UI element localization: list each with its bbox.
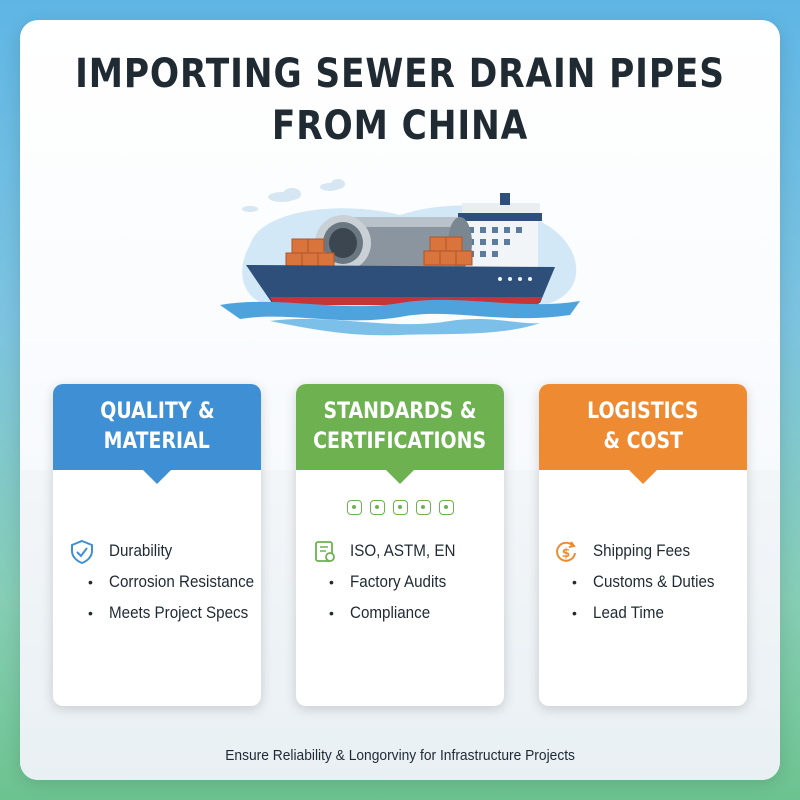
list-item-label: Compliance: [350, 604, 431, 622]
list-item: • Compliance: [296, 598, 504, 629]
card-heading: QUALITY & MATERIAL: [53, 384, 261, 484]
page-title: IMPORTING SEWER DRAIN PIPES FROM CHINA: [56, 48, 744, 152]
clouds: [242, 179, 345, 212]
bullet: •: [88, 574, 93, 590]
list-item-label: Corrosion Resistance: [109, 573, 255, 591]
card-heading: LOGISTICS & COST: [539, 384, 747, 484]
card-list: $ Shipping Fees • Customs & Duties • Lea…: [539, 536, 747, 629]
bullet: •: [572, 574, 577, 590]
portholes: [498, 277, 532, 281]
card-logistics-cost: LOGISTICS & COST $ Shipping Fees • Custo…: [539, 384, 747, 706]
card-heading-line: STANDARDS &: [323, 399, 477, 424]
list-item: Durability: [53, 536, 261, 567]
list-item-label: Lead Time: [593, 604, 664, 622]
badge-icon: [438, 500, 454, 515]
badge-icon: [369, 500, 385, 515]
crates: [285, 236, 473, 268]
bullet: •: [572, 605, 577, 621]
card-heading-line: CERTIFICATIONS: [313, 429, 487, 454]
shield-check-icon: [71, 539, 93, 565]
certificate-icon: [315, 541, 335, 562]
title-line-2: FROM CHINA: [271, 103, 529, 149]
list-item: • Lead Time: [539, 598, 747, 629]
dollar-cycle-icon: $: [556, 541, 576, 562]
waves: [220, 299, 580, 336]
card-heading: STANDARDS & CERTIFICATIONS: [296, 384, 504, 484]
list-item: • Meets Project Specs: [53, 598, 261, 629]
card-heading-line: LOGISTICS: [587, 399, 699, 424]
certification-mini-icons: [296, 500, 504, 515]
list-item-label: Shipping Fees: [593, 542, 691, 560]
list-item: $ Shipping Fees: [539, 536, 747, 567]
card-heading-line: & COST: [603, 429, 683, 454]
card-list: ISO, ASTM, EN • Factory Audits • Complia…: [296, 536, 504, 629]
list-item-label: Customs & Duties: [593, 573, 715, 591]
list-item: • Corrosion Resistance: [53, 567, 261, 598]
list-item-label: Factory Audits: [350, 573, 447, 591]
cargo-ship-illustration: [220, 179, 580, 336]
hull: [246, 265, 555, 303]
title-line-1: IMPORTING SEWER DRAIN PIPES: [75, 51, 725, 97]
list-item-label: ISO, ASTM, EN: [350, 542, 456, 560]
bridge-tower: [458, 193, 542, 271]
list-item: ISO, ASTM, EN: [296, 536, 504, 567]
list-item-label: Durability: [109, 542, 173, 560]
card-standards-certifications: STANDARDS & CERTIFICATIONS ISO, ASTM, EN…: [296, 384, 504, 706]
svg-text:$: $: [562, 546, 570, 560]
bullet: •: [88, 605, 93, 621]
bullet: •: [329, 605, 334, 621]
card-heading-line: QUALITY &: [99, 399, 215, 424]
card-heading-line: MATERIAL: [103, 429, 211, 454]
card-list: Durability • Corrosion Resistance • Meet…: [53, 536, 261, 629]
footer-text: Ensure Reliability & Longorviny for Infr…: [225, 747, 575, 764]
bullet: •: [329, 574, 334, 590]
card-quality-material: QUALITY & MATERIAL Durability • Corrosio…: [53, 384, 261, 706]
list-item: • Customs & Duties: [539, 567, 747, 598]
badge-icon: [415, 500, 431, 515]
footer-tagline: Ensure Reliability & Longorviny for Infr…: [0, 747, 800, 764]
badge-icon: [346, 500, 362, 515]
list-item: • Factory Audits: [296, 567, 504, 598]
list-item-label: Meets Project Specs: [109, 604, 249, 622]
badge-icon: [392, 500, 408, 515]
